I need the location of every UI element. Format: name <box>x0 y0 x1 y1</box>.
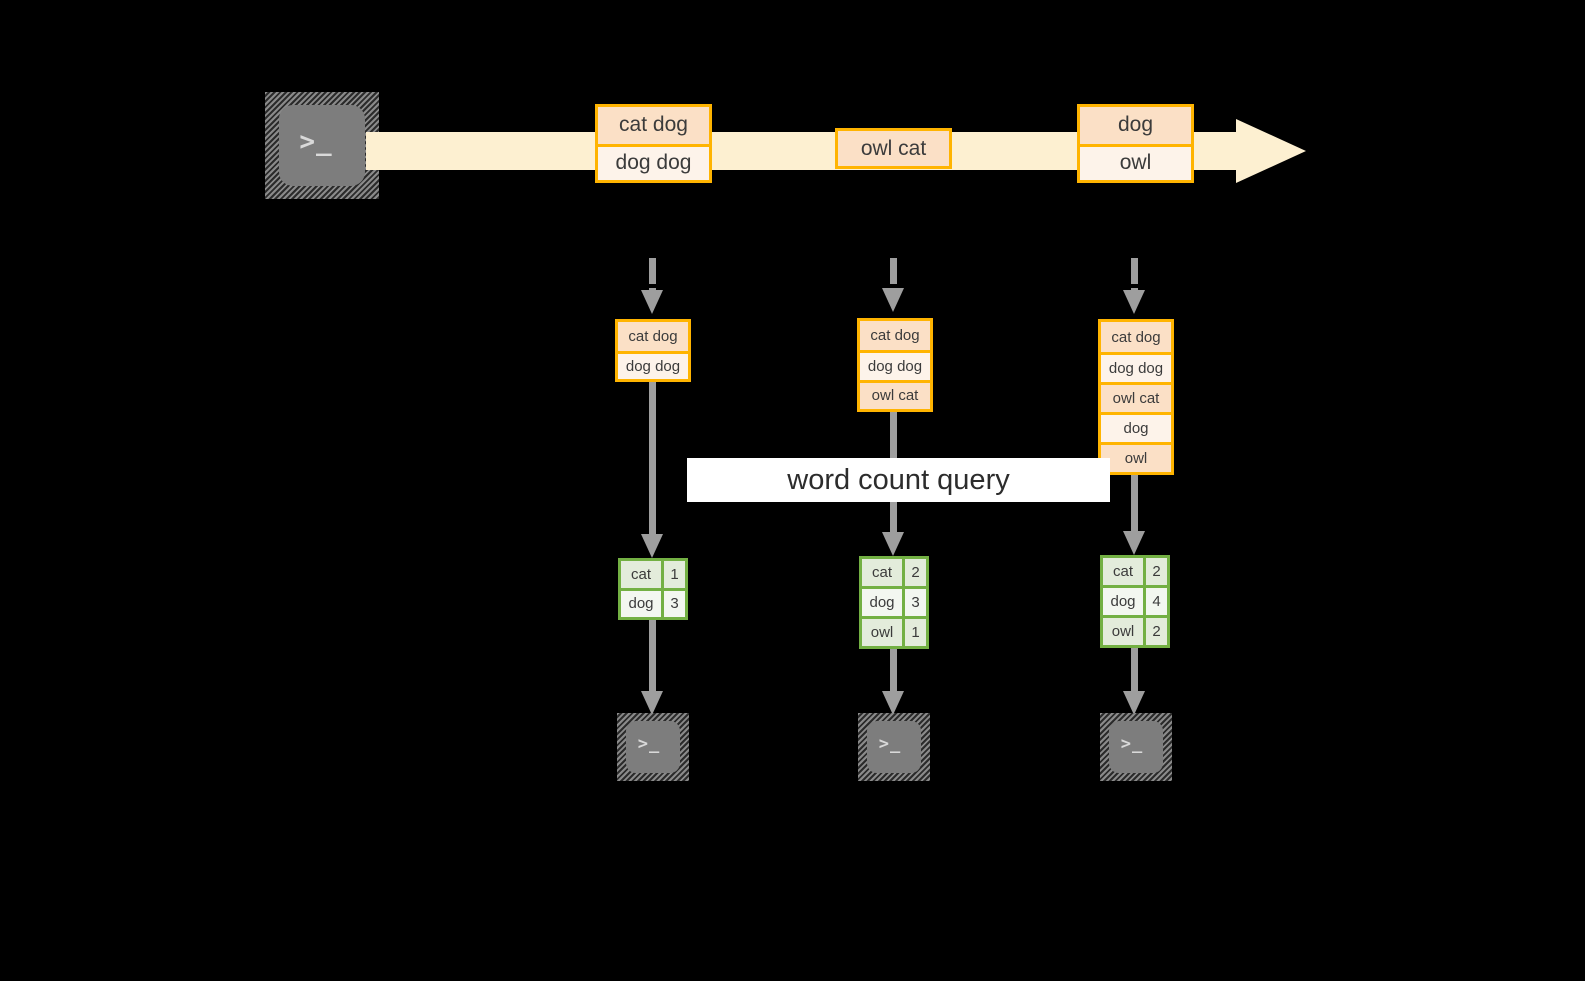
stream-record-line: dog dog <box>598 143 709 180</box>
query-connector-stem-t3 <box>1131 475 1138 536</box>
stream-record-line: owl cat <box>838 131 949 166</box>
table-row: cat 2 <box>862 559 926 586</box>
table-row: dog 3 <box>621 587 685 617</box>
stream-record-r3: dog owl <box>1077 104 1194 183</box>
table-cell-word: cat <box>621 561 661 588</box>
terminal-body <box>1109 721 1163 773</box>
terminal-body <box>867 721 921 773</box>
stream-arrowhead-icon <box>1236 119 1306 183</box>
table-cell-word: dog <box>862 589 902 616</box>
snapshot-feed-dash-t1 <box>649 258 656 284</box>
snapshot-input-t1: cat dog dog dog <box>615 319 691 382</box>
snapshot-feed-dash-t2 <box>890 258 897 284</box>
stream-record-r2: owl cat <box>835 128 952 169</box>
table-row: dog 4 <box>1103 585 1167 615</box>
snapshot-input-line: dog dog <box>860 350 930 380</box>
terminal-body <box>626 721 680 773</box>
snapshot-input-line: dog <box>1101 412 1171 442</box>
table-cell-count: 1 <box>661 561 685 588</box>
snapshot-input-t3: cat dog dog dog owl cat dog owl <box>1098 319 1174 475</box>
producer-terminal-icon: >_ <box>265 92 379 199</box>
table-cell-word: cat <box>862 559 902 586</box>
snapshot-feed-arrowhead-icon-t1 <box>641 290 663 314</box>
result-table-t3: cat 2 dog 4 owl 2 <box>1100 555 1170 648</box>
table-row: owl 2 <box>1103 615 1167 645</box>
table-cell-word: dog <box>1103 588 1143 615</box>
snapshot-input-line: owl <box>1101 442 1171 472</box>
snapshot-input-line: dog dog <box>618 350 688 379</box>
table-cell-count: 2 <box>1143 618 1167 645</box>
query-connector-stem-t1 <box>649 382 656 537</box>
snapshot-feed-arrowhead-icon-t3 <box>1123 290 1145 314</box>
table-row: cat 2 <box>1103 558 1167 585</box>
table-cell-word: owl <box>1103 618 1143 645</box>
stream-record-line: cat dog <box>598 107 709 144</box>
snapshot-input-line: cat dog <box>860 321 930 351</box>
table-cell-word: dog <box>621 590 661 617</box>
consumer-connector-stem-t1 <box>649 620 656 694</box>
query-connector-arrowhead-icon-t1 <box>641 534 663 558</box>
table-cell-count: 2 <box>902 559 926 586</box>
consumer-terminal-icon-t2: >_ <box>858 713 930 781</box>
table-cell-word: owl <box>862 619 902 646</box>
consumer-connector-arrowhead-icon-t1 <box>641 691 663 715</box>
query-label: word count query <box>687 458 1110 502</box>
snapshot-input-line: cat dog <box>618 322 688 351</box>
stream-record-r1: cat dog dog dog <box>595 104 712 183</box>
terminal-prompt-glyph: >_ <box>1120 733 1144 754</box>
result-table-t1: cat 1 dog 3 <box>618 558 688 620</box>
consumer-terminal-icon-t3: >_ <box>1100 713 1172 781</box>
terminal-prompt-glyph: >_ <box>878 733 902 754</box>
table-row: cat 1 <box>621 561 685 588</box>
snapshot-input-line: owl cat <box>860 379 930 409</box>
table-row: dog 3 <box>862 586 926 616</box>
terminal-prompt-glyph: >_ <box>299 126 333 157</box>
snapshot-feed-dash-t3 <box>1131 258 1138 284</box>
consumer-connector-stem-t3 <box>1131 648 1138 694</box>
terminal-body <box>279 105 365 186</box>
table-row: owl 1 <box>862 616 926 646</box>
table-cell-count: 2 <box>1143 558 1167 585</box>
stream-record-line: owl <box>1080 143 1191 180</box>
consumer-connector-stem-t2 <box>890 649 897 694</box>
table-cell-count: 1 <box>902 619 926 646</box>
consumer-connector-arrowhead-icon-t3 <box>1123 691 1145 715</box>
consumer-terminal-icon-t1: >_ <box>617 713 689 781</box>
table-cell-count: 4 <box>1143 588 1167 615</box>
table-cell-count: 3 <box>902 589 926 616</box>
snapshot-input-line: cat dog <box>1101 322 1171 352</box>
stream-record-line: dog <box>1080 107 1191 144</box>
query-connector-arrowhead-icon-t2 <box>882 532 904 556</box>
terminal-prompt-glyph: >_ <box>637 733 661 754</box>
query-connector-arrowhead-icon-t3 <box>1123 531 1145 555</box>
snapshot-input-line: dog dog <box>1101 352 1171 382</box>
snapshot-input-line: owl cat <box>1101 382 1171 412</box>
result-table-t2: cat 2 dog 3 owl 1 <box>859 556 929 649</box>
consumer-connector-arrowhead-icon-t2 <box>882 691 904 715</box>
snapshot-input-t2: cat dog dog dog owl cat <box>857 318 933 412</box>
table-cell-word: cat <box>1103 558 1143 585</box>
snapshot-feed-arrowhead-icon-t2 <box>882 288 904 312</box>
table-cell-count: 3 <box>661 590 685 617</box>
